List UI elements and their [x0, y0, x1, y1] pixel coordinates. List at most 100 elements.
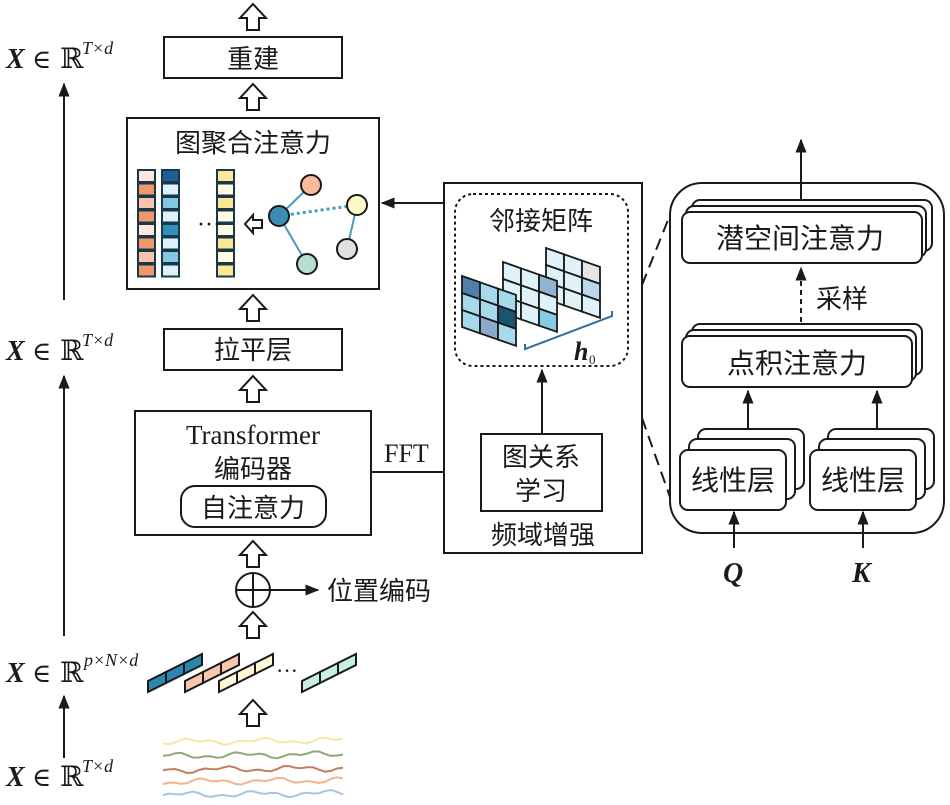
patch-cell	[254, 652, 274, 676]
patch-embedding	[147, 652, 203, 694]
dimension-label-middle: X ∈ ℝ T×d	[5, 330, 114, 367]
adjacency-matrix-region	[454, 193, 629, 367]
patch-cell	[301, 670, 321, 694]
patch-cell	[319, 661, 339, 685]
graph-node	[296, 253, 318, 275]
time-series-line	[162, 776, 344, 786]
patch-cell	[220, 652, 240, 676]
feature-cell	[216, 250, 235, 264]
math-sup: T×d	[82, 756, 114, 776]
input-time-series	[162, 736, 344, 799]
math-set: ℝ	[60, 656, 84, 689]
patch-cell	[165, 661, 185, 685]
feature-cell	[161, 236, 180, 251]
patch-cell	[183, 652, 203, 676]
dot-attention-label: 点积注意力	[727, 347, 867, 380]
feature-cell	[137, 263, 156, 278]
time-series-line	[162, 736, 344, 746]
feature-cell	[216, 223, 235, 237]
graph-nodes	[268, 174, 368, 275]
graph-edge-dashed	[278, 203, 358, 218]
math-sup: p×N×d	[82, 650, 139, 670]
zoom-line-top	[641, 214, 671, 286]
math-sup: T×d	[82, 38, 114, 58]
graph-aggregation-attention-label: 图聚合注意力	[175, 129, 331, 159]
graph-node	[336, 238, 358, 260]
math-in: ∈	[32, 659, 51, 689]
feature-cell	[137, 236, 156, 251]
feature-cell	[137, 196, 156, 210]
graph-node	[268, 205, 290, 227]
math-set: ℝ	[60, 42, 84, 75]
feature-ellipsis: ···	[197, 212, 221, 238]
adjacency-cell	[497, 321, 517, 348]
sampling-label: 采样	[816, 285, 868, 315]
hollow-up-arrow-icon	[237, 539, 269, 568]
latent-attention-block	[681, 211, 923, 264]
h0-label: h	[574, 337, 588, 366]
math-in: ∈	[32, 763, 51, 793]
flatten-layer-block	[163, 328, 343, 371]
fft-label: FFT	[384, 439, 429, 468]
feature-cell	[216, 236, 235, 251]
time-series-line	[162, 750, 344, 760]
hollow-up-arrow-icon	[237, 698, 269, 727]
feature-cell	[161, 250, 180, 264]
math-in: ∈	[32, 45, 51, 75]
frequency-enhancement-label: 频域增强	[491, 521, 595, 551]
time-series-line	[162, 764, 344, 775]
feature-columns	[137, 169, 235, 278]
graph-node	[300, 174, 322, 196]
patch-cell	[184, 670, 204, 694]
self-attention-block	[180, 485, 327, 528]
feature-cell	[216, 182, 235, 197]
feature-cell	[137, 223, 156, 237]
aggregate-arrow-icon	[243, 212, 263, 236]
linear-layer-q-block	[679, 449, 787, 511]
math-sup: T×d	[82, 330, 114, 350]
feature-cell	[216, 196, 235, 210]
feature-cell	[137, 209, 156, 224]
adjacency-layer	[461, 274, 517, 348]
patch-cell	[218, 670, 238, 694]
math-in: ∈	[32, 337, 51, 367]
patch-embedding	[301, 652, 357, 694]
feature-cell	[161, 223, 180, 237]
feature-cell	[161, 209, 180, 224]
hollow-up-arrow-icon	[237, 374, 269, 403]
hollow-up-arrow-icon	[237, 2, 269, 31]
adjacency-cell	[581, 293, 601, 320]
graph-node	[346, 194, 368, 216]
math-var: X	[5, 762, 26, 793]
feature-cell	[137, 182, 156, 197]
math-var: X	[5, 658, 26, 689]
math-var: X	[5, 44, 26, 75]
adjacency-cell	[538, 307, 558, 334]
feature-cell	[161, 196, 180, 210]
feature-cell	[216, 209, 235, 224]
graph-relation-learning-block	[480, 433, 603, 512]
latent-attention-label: 潜空间注意力	[716, 222, 884, 255]
feature-cell	[216, 263, 235, 278]
graph-relation-label-line2: 学习	[515, 477, 567, 507]
patch-cell	[337, 652, 357, 676]
graph-relation-label-line1: 图关系	[502, 443, 580, 473]
feature-cell	[161, 169, 180, 183]
dimension-label-patches: X ∈ ℝ p×N×d	[5, 650, 139, 689]
dimension-label-top: X ∈ ℝ T×d	[5, 38, 114, 75]
feature-cell	[137, 250, 156, 264]
time-series-line	[162, 788, 344, 799]
feature-cell	[137, 169, 156, 183]
adjacency-matrix-stack	[461, 246, 601, 348]
h0-subscript: 0	[589, 352, 596, 367]
linear-layer-k-block	[809, 449, 917, 511]
feature-cell	[216, 169, 235, 183]
zoom-line-bottom	[641, 417, 671, 498]
head-count-bracket	[524, 311, 613, 351]
linear-layer-k-label: 线性层	[821, 464, 905, 497]
transformer-label: Transformer	[186, 420, 320, 450]
k-input-label: K	[851, 558, 873, 589]
flatten-layer-label: 拉平层	[214, 336, 292, 366]
feature-cell	[161, 182, 180, 197]
